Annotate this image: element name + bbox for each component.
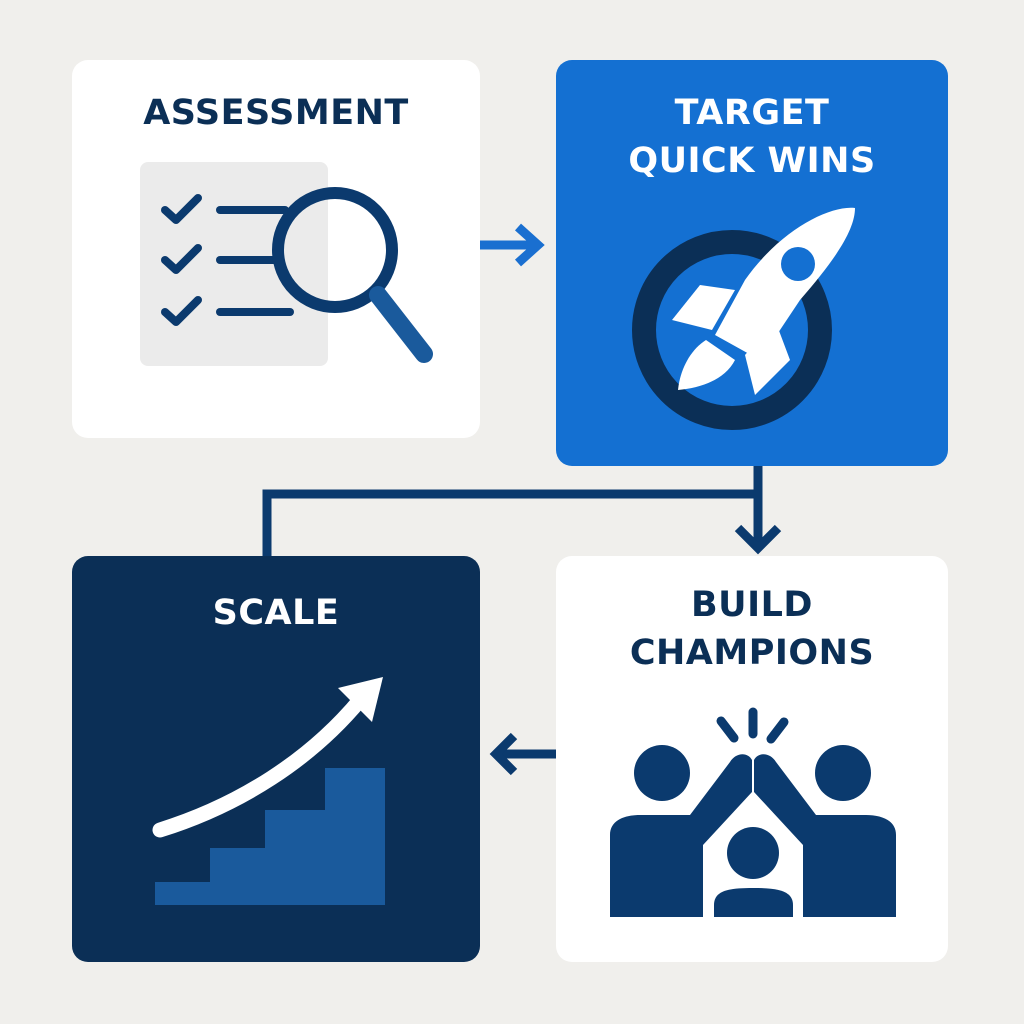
arrow-assessment-to-quick-wins bbox=[480, 223, 545, 267]
step-assessment-title: ASSESSMENT bbox=[143, 93, 409, 133]
step-quick-wins-card: TARGET QUICK WINS bbox=[556, 60, 948, 466]
rocket-target-icon bbox=[632, 207, 855, 430]
arrow-champions-to-scale bbox=[489, 732, 556, 776]
step-quick-wins-title-line1: TARGET bbox=[674, 93, 830, 133]
step-champions-title-line2: CHAMPIONS bbox=[629, 633, 875, 673]
step-champions-title-line1: BUILD bbox=[691, 585, 813, 625]
step-quick-wins-title-line2: QUICK WINS bbox=[628, 141, 876, 181]
high-five-people-icon bbox=[610, 707, 896, 917]
connector-quick-wins-to-champions bbox=[262, 466, 782, 556]
step-scale-title: SCALE bbox=[212, 593, 340, 633]
checklist-magnifier-icon bbox=[140, 162, 433, 366]
growth-stairs-icon bbox=[152, 677, 385, 905]
